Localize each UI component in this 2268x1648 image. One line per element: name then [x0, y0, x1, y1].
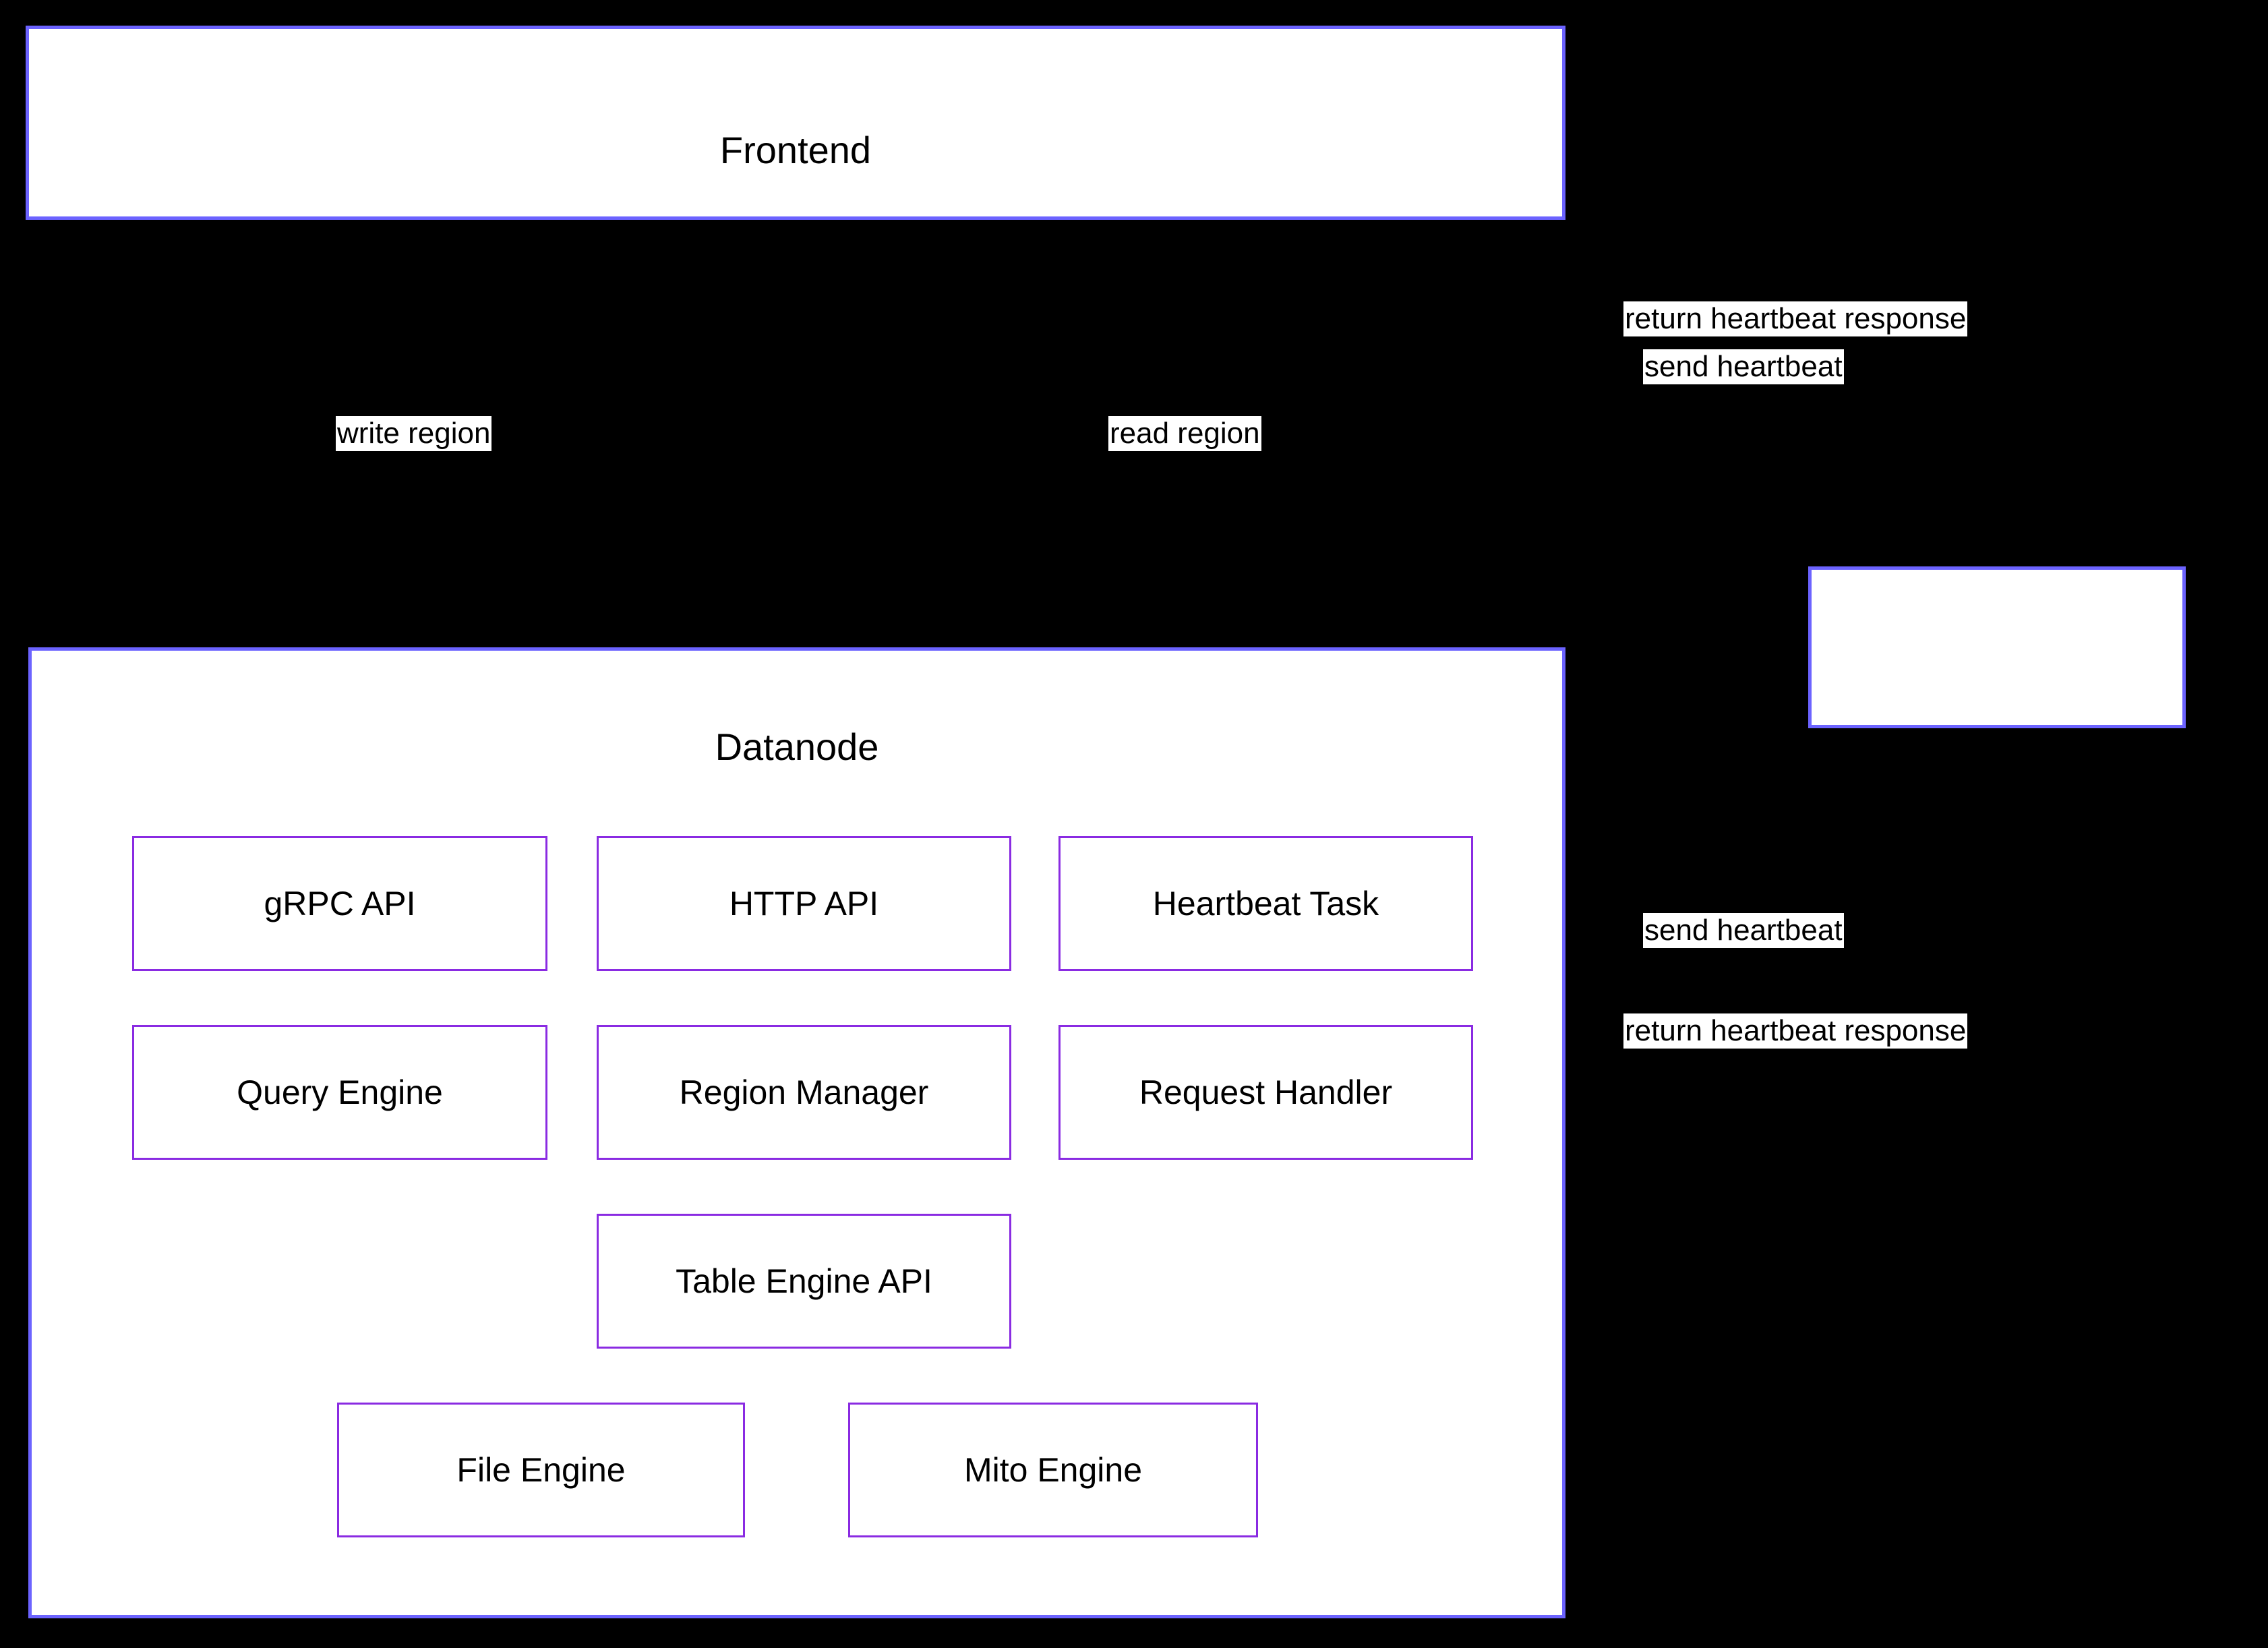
component-http-api[interactable]: HTTP API — [597, 836, 1011, 971]
edge-label-return-heartbeat-response-top: return heartbeat response — [1623, 301, 1968, 336]
component-heartbeat-task[interactable]: Heartbeat Task — [1058, 836, 1473, 971]
component-mito-engine[interactable]: Mito Engine — [848, 1403, 1258, 1537]
component-label: HTTP API — [729, 885, 879, 922]
component-table-engine-api[interactable]: Table Engine API — [597, 1214, 1011, 1349]
component-query-engine[interactable]: Query Engine — [132, 1025, 547, 1160]
edge-label-read-region: read region — [1108, 416, 1261, 451]
component-label: Mito Engine — [963, 1451, 1143, 1489]
edge-label-send-heartbeat-bottom: send heartbeat — [1643, 913, 1844, 948]
frontend-label: Frontend — [719, 129, 872, 171]
edge-label-write-region: write region — [336, 416, 492, 451]
component-region-manager[interactable]: Region Manager — [597, 1025, 1011, 1160]
component-label: Table Engine API — [676, 1262, 932, 1300]
component-label: Query Engine — [237, 1073, 443, 1111]
edge-return-heartbeat-bottom — [1567, 728, 1950, 1070]
component-label: File Engine — [456, 1451, 626, 1489]
component-label: Region Manager — [679, 1073, 929, 1111]
component-label: Request Handler — [1139, 1073, 1393, 1111]
datanode-label: Datanode — [715, 726, 879, 768]
component-file-engine[interactable]: File Engine — [337, 1403, 745, 1537]
edge-label-return-heartbeat-response-bottom: return heartbeat response — [1623, 1013, 1968, 1049]
frontend-node[interactable]: Frontend — [26, 26, 1565, 220]
meta-server-label: Meta server — [1897, 1203, 2097, 1245]
component-grpc-api[interactable]: gRPC API — [132, 836, 547, 971]
meta-server-node[interactable]: Meta server — [1808, 566, 2186, 1243]
component-request-handler[interactable]: Request Handler — [1058, 1025, 1473, 1160]
edge-send-heartbeat-bottom — [1565, 724, 2041, 933]
component-label: Heartbeat Task — [1152, 885, 1379, 922]
component-label: gRPC API — [264, 885, 416, 922]
edge-label-send-heartbeat-top: send heartbeat — [1643, 349, 1844, 384]
